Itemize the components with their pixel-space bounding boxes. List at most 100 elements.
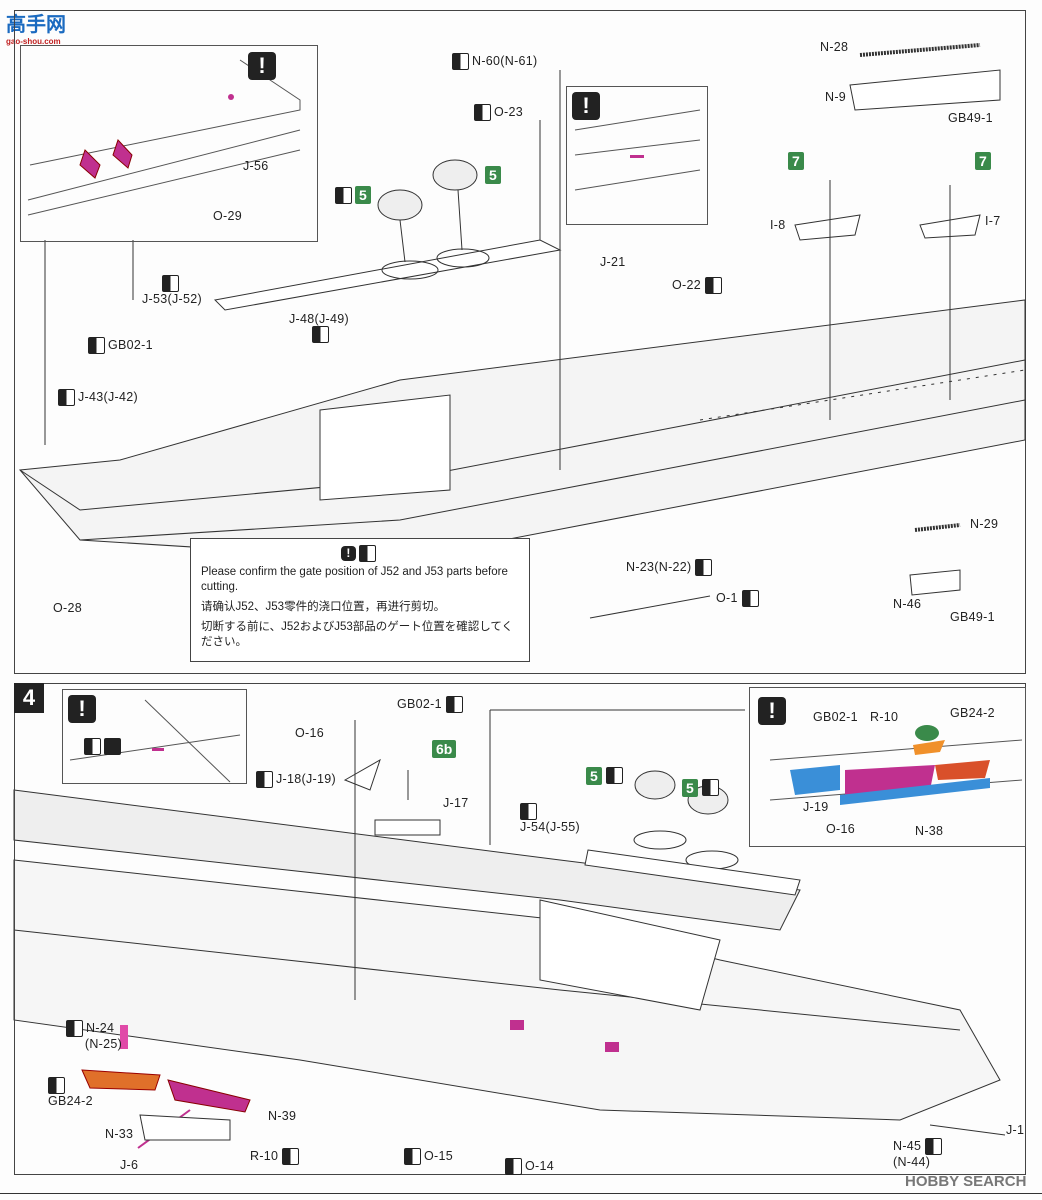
- caution-icon: !: [572, 92, 600, 120]
- label-i7: I-7: [985, 214, 1001, 228]
- label-o15: O-15: [404, 1148, 453, 1165]
- sanding-icon: [104, 738, 121, 755]
- inset-label-r10: R-10: [870, 710, 899, 724]
- part-cut-icon: [311, 326, 329, 343]
- part-cut-icon: [66, 1020, 83, 1037]
- label-j6: J-6: [120, 1158, 139, 1172]
- step4-inset-stern: [62, 689, 247, 784]
- label-n45: N-45 (N-44): [893, 1138, 945, 1169]
- label-n24: N-24 (N-25): [66, 1020, 122, 1051]
- label-o1: O-1: [716, 590, 762, 607]
- label-o16: O-16: [295, 726, 324, 740]
- turret-cut-icon: [606, 767, 626, 784]
- step-ref-badge: 5: [355, 186, 371, 204]
- label-j56: J-56: [243, 159, 269, 173]
- caution-icon: !: [340, 545, 356, 561]
- label-o28: O-28: [53, 601, 82, 615]
- caution-icon: !: [758, 697, 786, 725]
- n39-highlight: [167, 1079, 251, 1113]
- step3-hull: [18, 299, 1026, 561]
- step-number: 4: [14, 683, 44, 713]
- label-i8: I-8: [770, 218, 786, 232]
- inset-cut-icons: [84, 738, 124, 755]
- part-cut-icon: [335, 187, 352, 204]
- step-ref-badge: 6b: [432, 740, 457, 758]
- inset-label-gb24-2: GB24-2: [950, 706, 995, 720]
- step3-inset-bow: [20, 45, 318, 242]
- step-ref-badge: 5: [485, 166, 501, 184]
- site-logo: 高手网 gao-shou.com: [6, 14, 66, 46]
- part-cut-icon: [445, 696, 463, 713]
- caution-icon: !: [68, 695, 96, 723]
- label-j48: J-48(J-49): [289, 312, 349, 343]
- part-cut-icon: [704, 277, 722, 294]
- part-cut-icon: [695, 559, 713, 576]
- label-j1: J-1: [1006, 1123, 1025, 1137]
- part-cut-icon: [359, 545, 377, 562]
- part-cut-icon: [452, 53, 469, 70]
- part-cut-icon: [256, 771, 273, 788]
- next-step-bar: [0, 1193, 1042, 1200]
- label-j17: J-17: [443, 796, 469, 810]
- inset-label-gb02-1: GB02-1: [813, 710, 858, 724]
- label-j53: J-53(J-52): [142, 275, 202, 306]
- n24-highlight: [120, 1025, 128, 1049]
- part-cut-icon: [505, 1158, 522, 1175]
- label-gb02-1: GB02-1: [88, 337, 153, 354]
- label-gb49-1b: GB49-1: [950, 610, 995, 624]
- label-j21: J-21: [600, 255, 626, 269]
- label-n60: N-60(N-61): [452, 53, 538, 70]
- part-cut-icon: [702, 779, 719, 796]
- label-turret-5a: [335, 187, 355, 204]
- watermark: HOBBY SEARCH: [905, 1173, 1027, 1190]
- gb24-highlight: [81, 1069, 161, 1091]
- turret-5a: [377, 189, 423, 221]
- part-cut-icon: [606, 767, 623, 784]
- inset-label-n38: N-38: [915, 824, 944, 838]
- part-cut-icon: [520, 803, 537, 820]
- label-o22: O-22: [672, 277, 725, 294]
- part-cut-icon: [58, 389, 75, 406]
- label-n33: N-33: [105, 1127, 134, 1141]
- step3-inset-gate: [566, 86, 708, 225]
- label-j18: J-18(J-19): [256, 771, 336, 788]
- label-n28: N-28: [820, 40, 849, 54]
- inset-label-o16: O-16: [826, 822, 855, 836]
- label-o29: O-29: [213, 209, 242, 223]
- label-n39: N-39: [268, 1109, 297, 1123]
- label-n46: N-46: [893, 597, 922, 611]
- part-cut-icon: [48, 1077, 65, 1094]
- note-english: Please confirm the gate position of J52 …: [201, 566, 508, 593]
- label-n29: N-29: [970, 517, 999, 531]
- label-r10: R-10: [250, 1148, 302, 1165]
- step-ref-badge: 5: [682, 779, 698, 797]
- gate-caution-note: ! Please confirm the gate position of J5…: [190, 538, 530, 662]
- label-j54: J-54(J-55): [520, 803, 580, 834]
- step-ref-badge: 7: [788, 152, 804, 170]
- part-cut-icon: [84, 738, 101, 755]
- label-n9: N-9: [825, 90, 847, 104]
- part-cut-icon: [925, 1138, 943, 1155]
- label-gb49-1: GB49-1: [948, 111, 993, 125]
- label-o23: O-23: [474, 104, 523, 121]
- step-ref-badge: 5: [586, 767, 602, 785]
- turret-5b: [432, 159, 478, 191]
- part-cut-icon: [741, 590, 759, 607]
- step4-inset-boats: [749, 687, 1026, 847]
- note-japanese: 切断する前に、J52およびJ53部品のゲート位置を確認してください。: [201, 621, 514, 648]
- part-cut-icon: [161, 275, 179, 292]
- step-ref-badge: 7: [975, 152, 991, 170]
- caution-icon: !: [248, 52, 276, 80]
- part-cut-icon: [88, 337, 105, 354]
- turret-cut-icon: [702, 779, 722, 796]
- label-n23: N-23(N-22): [626, 559, 715, 576]
- label-j43: J-43(J-42): [58, 389, 138, 406]
- note-chinese: 请确认J52、J53零件的浇口位置，再进行剪切。: [201, 601, 446, 613]
- label-o14: O-14: [505, 1158, 554, 1175]
- inset-label-j19: J-19: [803, 800, 829, 814]
- part-cut-icon: [282, 1148, 300, 1165]
- part-cut-icon: [404, 1148, 421, 1165]
- turret-4a: [634, 770, 676, 800]
